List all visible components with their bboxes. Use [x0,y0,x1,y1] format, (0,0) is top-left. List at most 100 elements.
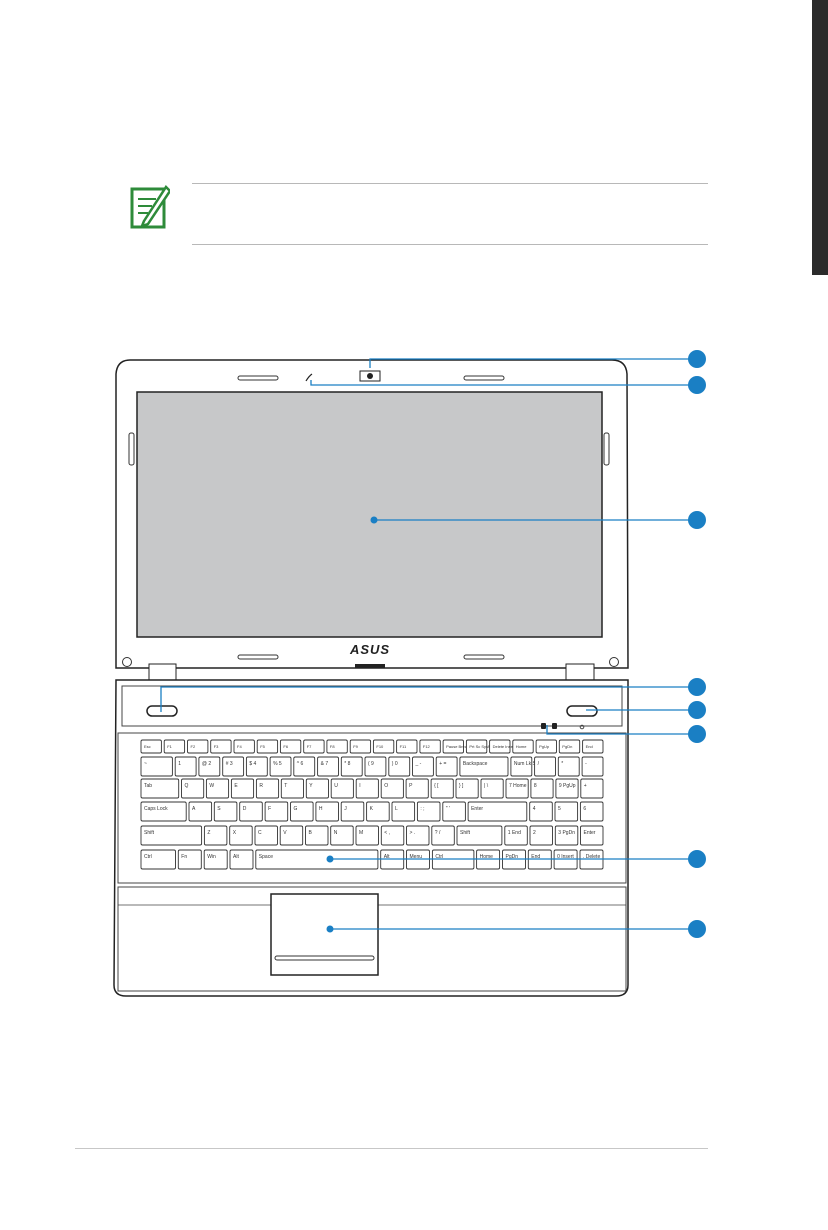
key [430,778,454,799]
key-label: * [561,761,563,767]
key-label: PgDn [562,744,572,749]
key [230,778,255,799]
key [264,801,289,822]
note-pencil-icon [130,183,172,229]
key [303,739,325,754]
key [205,778,230,799]
key [279,739,302,754]
key-label: B [309,830,313,836]
key-label: G [294,806,298,812]
instant-key-icon [579,724,585,730]
key-label: < , [384,830,390,836]
note-top-rule [192,183,708,184]
key [459,756,509,777]
key [391,801,416,822]
key-label: 3 PgDn [558,830,575,836]
key-label: Ctrl [435,854,443,860]
key-label: K [370,806,374,812]
key-label: Y [309,783,313,789]
speaker-bar [121,685,623,727]
key [279,825,304,846]
power-switch [146,705,178,717]
key-label: Esc [144,744,151,749]
display-panel [136,391,603,638]
key [305,778,329,799]
key-label: Num Lk Scr Lk [514,761,547,767]
touchpad [270,893,379,976]
key [364,756,387,777]
key [412,756,434,777]
lid-slot-bottom-left [237,654,279,660]
key [504,825,528,846]
key [419,739,441,754]
key [442,739,464,754]
key-label: T [284,783,287,789]
key-label: Q [185,783,189,789]
key-label: 6 [583,806,586,812]
key [558,739,581,754]
key [174,756,197,777]
key-label: Backspace [463,761,488,767]
key [349,739,372,754]
key [203,825,228,846]
key-label: R [259,783,263,789]
key [579,801,604,822]
callout-marker-camera [688,350,706,368]
key [529,801,553,822]
key-label: P [409,783,413,789]
key [416,801,441,822]
key-label: " ' [446,806,450,812]
key [581,756,604,777]
key-label: { [ [434,783,439,789]
key [380,778,404,799]
key [213,801,238,822]
key-label: End [531,854,540,860]
key-label: F3 [214,744,219,749]
key [467,801,528,822]
key [140,849,176,870]
key-label: ~ [144,761,147,767]
touchpad-button-bar [274,955,375,961]
key-label: Win [207,854,216,860]
key-label: I [359,783,360,789]
page-edge-tab [812,0,828,275]
key-label: Enter [584,830,596,836]
hinge-center [355,664,385,668]
key [554,801,579,822]
callout-lines [160,358,693,930]
key-label: Pause Break [446,744,469,749]
key [188,801,213,822]
key-label: F10 [376,744,384,749]
key-label: N [334,830,338,836]
key [254,825,278,846]
key-label: ? / [435,830,441,836]
key-label: PgDn [506,854,519,860]
key-label: Home [516,744,527,749]
key [255,778,280,799]
lid-side-right [603,432,610,466]
key [269,756,292,777]
status-indicator-1 [541,723,546,729]
key [177,849,202,870]
key-label: V [283,830,287,836]
key-label: Shift [144,830,155,836]
key [582,739,604,754]
key [290,801,314,822]
key-label: Tab [144,783,152,789]
key-label: End [586,744,593,749]
key-label: $ 4 [249,761,256,767]
key [405,778,429,799]
lid-slot-right [463,375,505,381]
key-label: F5 [260,744,265,749]
key-label: F8 [330,744,335,749]
key-label: Fn [181,854,187,860]
key-label: F11 [400,744,407,749]
lid-slot-left [237,375,279,381]
key [233,739,255,754]
key-label: X [233,830,237,836]
key-label: F9 [353,744,358,749]
key-label: S [217,806,221,812]
key-label: + = [439,761,446,767]
key-label: Ctrl [144,854,152,860]
